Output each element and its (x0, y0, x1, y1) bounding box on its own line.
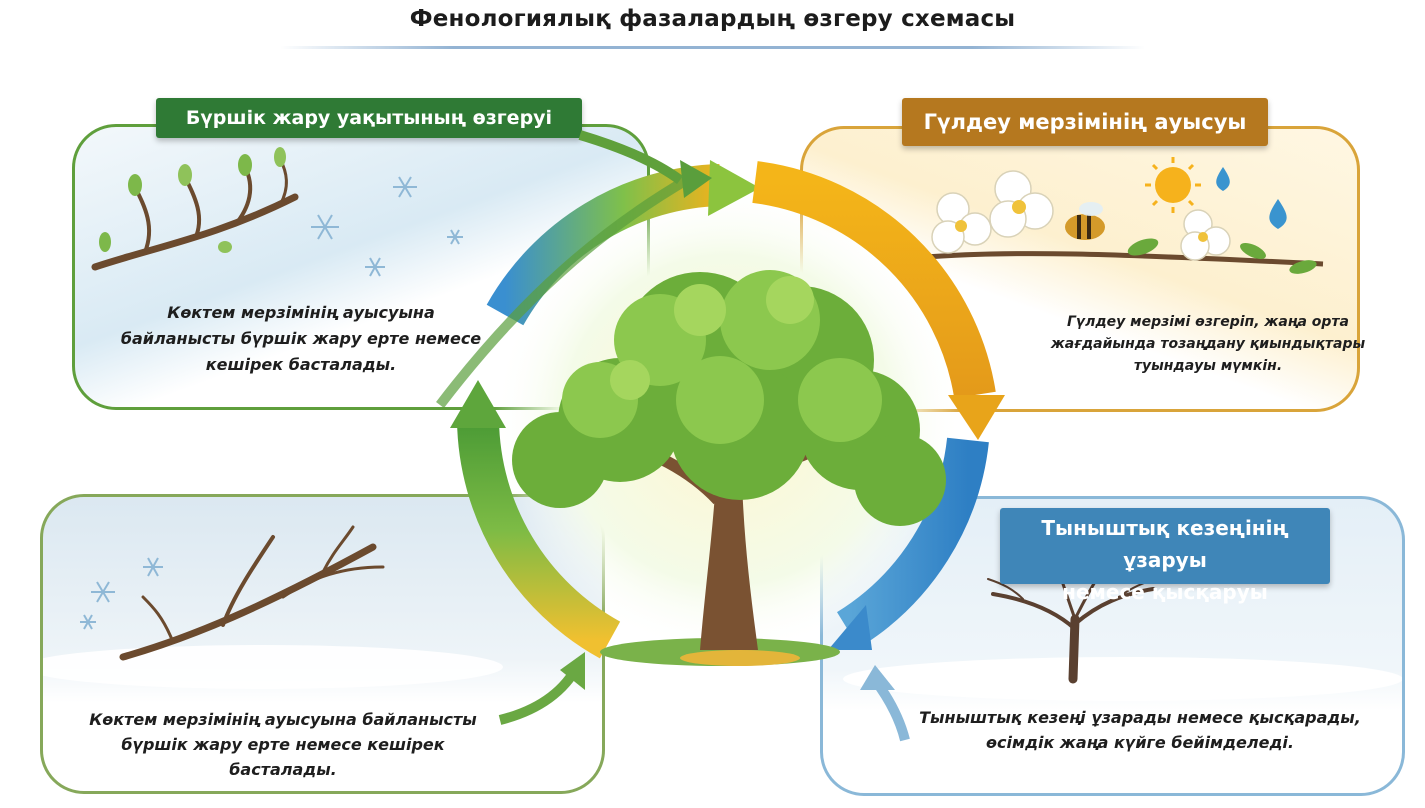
snowflake-icon (311, 176, 463, 277)
caption-line: жағдайында тозаңдану қиындықтары (1050, 336, 1366, 352)
sun-icon (1145, 157, 1201, 213)
water-drop-icon (1216, 167, 1287, 229)
cycle-arrow-icon (436, 130, 1005, 742)
snowflake-icon (80, 557, 163, 630)
caption-line: басталады. (229, 760, 337, 779)
caption-winter-branch: Көктем мерзімінің ауысуына байланысты бү… (58, 707, 508, 782)
caption-line: кешірек басталады. (205, 355, 397, 374)
budding-branch-icon (91, 147, 299, 271)
page-title: Фенологиялық фазалардың өзгеру схемасы (409, 6, 1016, 32)
label-dormancy: Тыныштық кезеңінің ұзаруы немесе қысқару… (1000, 508, 1330, 604)
label-flowering: Гүлдеу мерзімінің ауысуы (902, 98, 1268, 146)
caption-line: Көктем мерзімінің ауысуына байланысты (89, 710, 477, 729)
green-tree-icon (512, 270, 946, 666)
label-budding: Бүршік жару уақытының өзгеруі (156, 98, 582, 138)
caption-line: өсімдік жаңа күйге бейімделеді. (986, 733, 1294, 752)
caption-line: байланысты бүршік жару ерте немесе (120, 329, 482, 348)
label-line: немесе қысқаруы (1062, 580, 1268, 604)
flowering-scene (902, 157, 1324, 274)
caption-line: Гүлдеу мерзімі өзгеріп, жаңа орта (1067, 314, 1349, 330)
label-line: Тыныштық кезеңінің ұзаруы (1041, 516, 1289, 572)
caption-flowering: Гүлдеу мерзімі өзгеріп, жаңа орта жағдай… (1028, 311, 1388, 377)
panel-winter-branch (40, 494, 605, 794)
caption-budding: Көктем мерзімінің ауысуына байланысты бү… (96, 300, 506, 378)
bee-icon (1065, 202, 1105, 240)
caption-dormancy: Тыныштық кезеңі ұзарады немесе қысқарады… (900, 705, 1380, 755)
caption-line: туындауы мүмкін. (1133, 358, 1283, 374)
title-underline (280, 46, 1145, 49)
dormancy-scene (843, 567, 1402, 701)
blossom-branch-icon (902, 170, 1324, 274)
caption-line: Көктем мерзімінің ауысуына (167, 303, 435, 322)
budding-scene (91, 147, 463, 277)
bare-branch-icon (119, 525, 385, 661)
caption-line: бүршік жару ерте немесе кешірек (121, 735, 445, 754)
caption-line: Тыныштық кезеңі ұзарады немесе қысқарады… (919, 708, 1361, 727)
winter-branch-scene (43, 525, 503, 689)
bare-tree-icon (987, 567, 1169, 684)
